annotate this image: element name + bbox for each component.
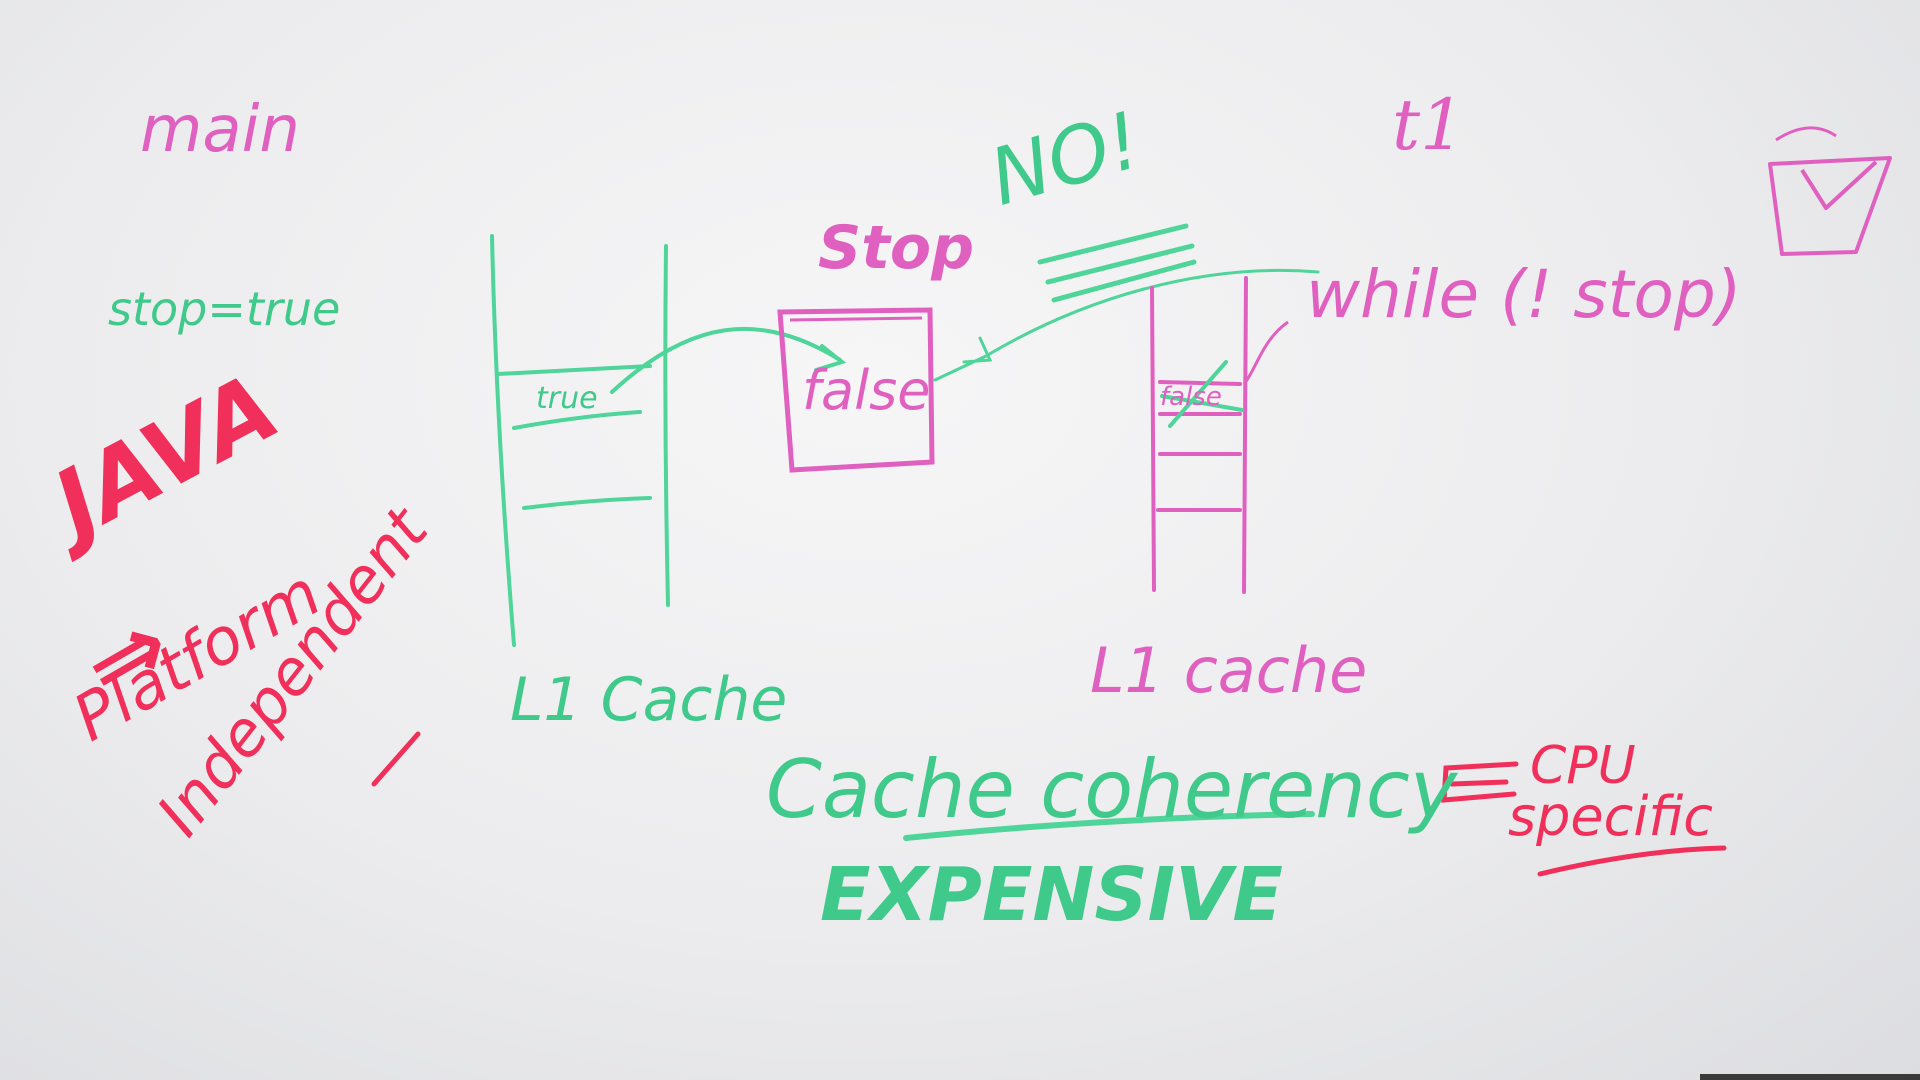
left-cache-cell-value: true bbox=[536, 381, 598, 416]
right-cache-wall-right bbox=[1242, 276, 1248, 594]
left-cache-diagram bbox=[490, 234, 670, 647]
stop-variable-label: Stop bbox=[818, 213, 975, 283]
left-cache-line-1 bbox=[496, 364, 652, 376]
no-underline bbox=[1037, 223, 1197, 303]
label-cache-coherency: Cache coherency bbox=[766, 743, 1458, 836]
cpu-arrow bbox=[1441, 761, 1519, 803]
left-cache-wall-right bbox=[663, 244, 670, 607]
right-cache-line-1 bbox=[1158, 380, 1242, 386]
label-while-loop: while (! stop) bbox=[1306, 256, 1742, 333]
basket-sketch bbox=[1768, 126, 1892, 256]
label-main: main bbox=[140, 93, 300, 167]
stop-box-outline bbox=[777, 307, 935, 473]
label-specific: specific bbox=[1508, 785, 1713, 848]
stop-variable-value: false bbox=[802, 359, 931, 422]
label-t1: t1 bbox=[1392, 84, 1465, 166]
left-cache-wall-left bbox=[490, 234, 516, 647]
stop-box bbox=[777, 307, 935, 473]
while-pointer-line bbox=[1242, 320, 1289, 385]
right-cache-diagram bbox=[1150, 276, 1248, 594]
left-cache-line-2 bbox=[512, 410, 642, 430]
board-frame-edge bbox=[1700, 1074, 1920, 1080]
label-expensive: EXPENSIVE bbox=[820, 852, 1283, 938]
left-cache-label: L1 Cache bbox=[510, 665, 788, 735]
cross-out-mark bbox=[1160, 360, 1244, 428]
right-cache-wall-left bbox=[1150, 286, 1156, 592]
arrow-from-while bbox=[933, 268, 1320, 382]
label-cpu: CPU bbox=[1530, 736, 1636, 796]
arrow-to-stop bbox=[610, 326, 847, 394]
coherency-underline bbox=[903, 811, 1315, 841]
right-cache-cell-value: false bbox=[1160, 382, 1222, 412]
label-stop-true: stop=true bbox=[108, 282, 341, 336]
specific-underline bbox=[1537, 845, 1727, 877]
right-cache-label: L1 cache bbox=[1090, 634, 1368, 707]
slash-mark bbox=[371, 731, 421, 787]
left-cache-line-3 bbox=[522, 496, 652, 510]
stop-box-inner bbox=[789, 316, 923, 322]
